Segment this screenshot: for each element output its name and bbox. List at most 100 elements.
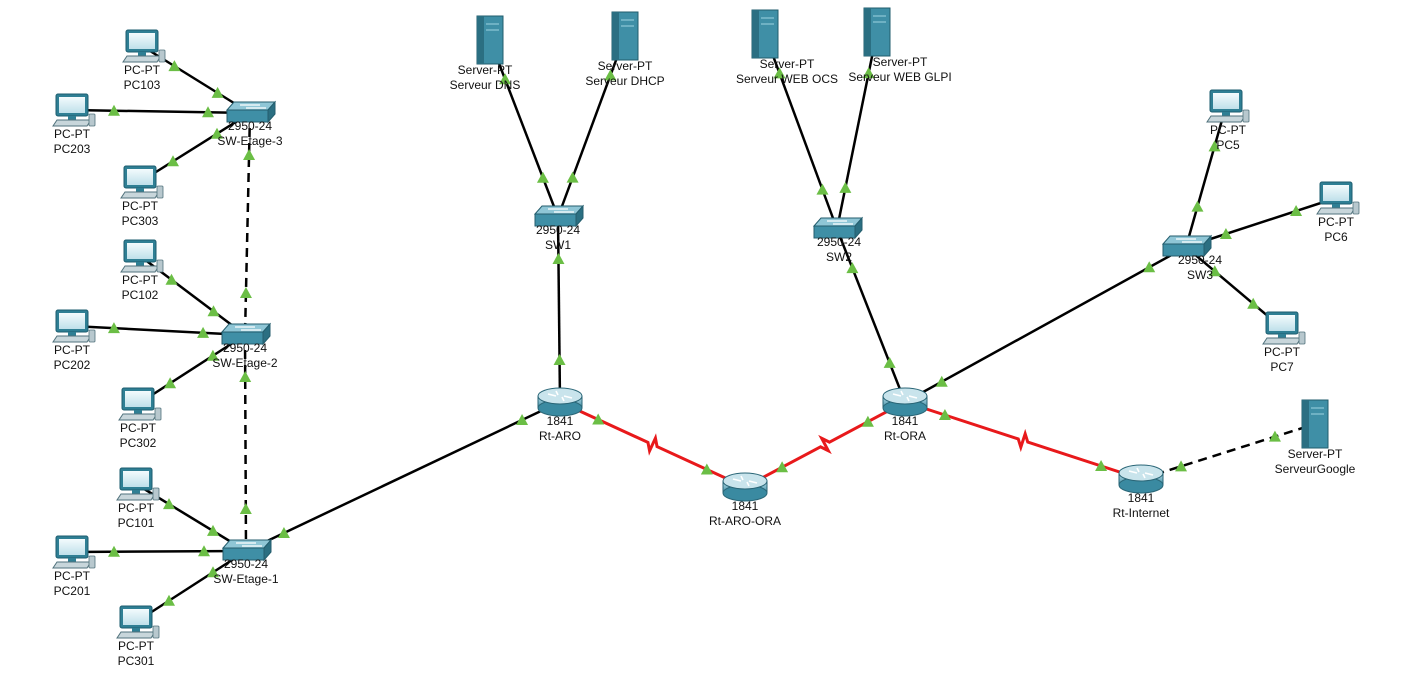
link-pc5-sw3-marker-a [1208,140,1221,152]
link-pc102-sw2e-marker-a [165,273,178,285]
device-model-label: Server-PT [760,57,815,71]
router-icon [537,387,583,417]
device-model-label: 2950-24 [1178,253,1222,267]
device-name-label: SW1 [545,238,571,252]
switch-icon [812,216,864,240]
device-name-label: PC301 [118,654,155,668]
pc-icon [52,93,96,127]
link-pc201-sw1e-marker-a [107,545,120,557]
server-icon [476,15,504,65]
device-name-label: SW-Etage-1 [213,572,278,586]
link-dns-sw1-straight[interactable] [488,39,560,218]
device-model-label: PC-PT [118,501,155,515]
link-pc5-sw3-marker-b [1191,200,1204,212]
device-model-label: 1841 [1128,491,1155,505]
link-pc301-sw1e-straight[interactable] [135,549,247,624]
link-pc303-sw3e-marker-b [211,127,223,139]
router-icon [1118,464,1164,494]
device-model-label: PC-PT [1318,215,1355,229]
server-icon [863,7,891,57]
pc-icon [120,165,164,199]
link-pc201-sw1e-marker-b [198,545,211,557]
link-sw1e-rtaro-straight[interactable] [245,400,561,553]
link-pc203-sw3e-straight[interactable] [71,108,251,115]
link-sw1-rtaro-straight[interactable] [556,216,562,403]
device-name-label: Serveur DHCP [585,74,664,88]
link-rtaroora-rtora-marker-a [776,461,789,473]
switch-icon [225,100,277,124]
switch-icon [1161,234,1213,258]
link-sw2e-sw1e-crossover[interactable] [243,334,248,552]
link-pc203-sw3e-marker-a [107,104,120,116]
link-rtaro-rtaroora-serial[interactable] [559,400,746,489]
device-name-label: PC7 [1270,360,1294,374]
link-pc202-sw2e-straight[interactable] [71,324,246,337]
link-pc5-sw3-straight[interactable] [1184,105,1228,248]
pc-icon [52,535,96,569]
device-model-label: 2950-24 [223,341,267,355]
link-pc301-sw1e-marker-b [207,566,219,578]
link-sw1e-rtaro-marker-a [277,526,290,538]
links-layer [71,31,1337,624]
link-pc201-sw1e-straight[interactable] [71,549,247,554]
link-ocs-sw2-straight[interactable] [763,33,839,230]
device-name-label: SW2 [826,250,852,264]
link-sw1-rtaro-marker-a [552,252,565,264]
pc-icon [118,387,162,421]
device-name-label: PC302 [120,436,157,450]
link-rtaro-rtaroora-marker-b [700,463,713,475]
pc-icon [122,29,166,63]
link-glpi-sw2-straight[interactable] [835,31,879,230]
link-rtora-rtinternet-serial[interactable] [904,400,1142,481]
link-sw2-rtora-straight[interactable] [835,228,907,403]
device-model-label: 1841 [892,414,919,428]
link-pc301-sw1e-marker-a [163,594,175,606]
link-pc303-sw3e-marker-a [167,155,179,167]
link-dhcp-sw1-straight[interactable] [556,35,627,218]
link-sw3-rtora-straight[interactable] [904,245,1187,404]
pc-icon [1206,89,1250,123]
link-pc103-sw3e-marker-b [211,86,224,98]
link-dns-sw1-marker-a [499,73,512,85]
device-model-label: 2950-24 [817,235,861,249]
link-rtaroora-rtora-serial[interactable] [744,400,906,489]
link-pc101-sw1e-marker-a [163,498,175,510]
device-name-label: PC303 [122,214,159,228]
pc-icon [120,239,164,273]
device-name-label: PC102 [122,288,159,302]
link-sw3e-sw2e-marker-b [239,287,252,299]
link-pc303-sw3e-straight[interactable] [139,111,251,184]
link-rtinternet-google-crossover[interactable] [1140,422,1316,481]
device-model-label: Server-PT [458,63,513,77]
link-rtaro-rtaroora-marker-a [592,413,605,425]
device-model-label: PC-PT [54,569,91,583]
link-pc302-sw2e-straight[interactable] [137,333,246,406]
